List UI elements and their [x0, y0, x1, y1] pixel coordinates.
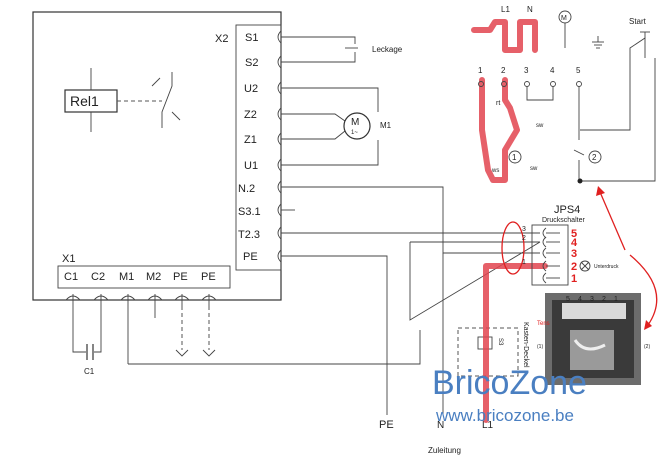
- x2-terminal-z1: Z1: [244, 134, 257, 146]
- photo-num-1: 1: [614, 296, 618, 303]
- x1-terminal-pe2: PE: [201, 271, 216, 283]
- jps4-num-1: 1: [571, 273, 577, 285]
- x2-terminal-s1: S1: [245, 32, 258, 44]
- watermark-url: www.bricozone.be: [435, 406, 574, 425]
- motor-symbol-sub: 1~: [351, 130, 358, 136]
- motor-symbol: [343, 112, 371, 140]
- tr-circle-2-label: 2: [592, 153, 597, 162]
- relay-label: Rel1: [70, 93, 99, 109]
- x2-terminal-u2: U2: [244, 83, 258, 95]
- motor-label: M1: [380, 121, 392, 130]
- leckage-label: Leckage: [372, 45, 403, 54]
- x2-terminal-u1: U1: [244, 160, 258, 172]
- tr-motor-letter: M: [561, 15, 567, 22]
- tr-rt-label: rt: [496, 100, 500, 107]
- jps4-subtitle: Druckschalter: [542, 217, 585, 224]
- x1-terminal-strip: [57, 265, 231, 289]
- s3-label: S3: [497, 338, 503, 346]
- zuleitung-label: Zuleitung: [428, 446, 461, 455]
- tr-terminal-1: 1: [478, 66, 483, 75]
- watermark-brand: BricoZone: [432, 364, 587, 402]
- kasten-label: Kasten-Deckel: [522, 322, 529, 368]
- x2-terminal-t23: T2.3: [238, 229, 260, 241]
- wire-num-2: 2: [522, 235, 526, 242]
- tr-terminal-4: 4: [550, 66, 555, 75]
- tr-terminal-3: 3: [524, 66, 529, 75]
- x2-label: X2: [215, 33, 228, 45]
- x2-terminal-panel: [235, 24, 282, 271]
- jps4-num-2: 2: [571, 261, 577, 273]
- photo-note-right: (2): [644, 344, 650, 350]
- tr-circle-1-label: 1: [512, 153, 517, 162]
- capacitor-label: C1: [84, 367, 95, 376]
- jps4-num-5: 5: [571, 228, 577, 240]
- photo-num-4: 4: [578, 296, 582, 303]
- x1-terminal-c1: C1: [64, 271, 78, 283]
- x1-terminal-pe1: PE: [173, 271, 188, 283]
- pe-bottom-label: PE: [379, 419, 394, 431]
- x1-terminal-m1: M1: [119, 271, 134, 283]
- x2-terminal-n2: N.2: [238, 183, 255, 195]
- photo-num-3: 3: [590, 296, 594, 303]
- x1-terminal-c2: C2: [91, 271, 105, 283]
- unterdruck-lamp-icon: [579, 260, 591, 272]
- motor-symbol-letter: M: [351, 117, 359, 128]
- x1-terminal-m2: M2: [146, 271, 161, 283]
- tr-circle-1: [508, 150, 522, 164]
- x2-terminal-s31: S3.1: [238, 206, 261, 218]
- tr-n-label: N: [527, 5, 533, 14]
- jps4-terminal-block: [531, 224, 569, 286]
- tr-circle-2: [588, 150, 602, 164]
- x2-terminal-s2: S2: [245, 57, 258, 69]
- tr-sw-label-2: sw: [530, 166, 538, 172]
- photo-note-left: (1): [537, 344, 543, 350]
- n-bottom-label: N: [437, 420, 444, 431]
- l1-bottom-label: L1: [482, 420, 494, 431]
- photo-num-2: 2: [602, 296, 606, 303]
- wire-num-1: 1: [522, 259, 526, 266]
- tr-sw-label-1: sw: [536, 123, 544, 129]
- tr-terminal-2: 2: [501, 66, 506, 75]
- photo-tension-label: Tens: [537, 321, 550, 327]
- x2-terminal-pe: PE: [243, 251, 258, 263]
- wire-highlight-ellipse: [501, 221, 525, 275]
- wire-num-3: 3: [522, 226, 526, 233]
- x1-label: X1: [62, 253, 75, 265]
- jps4-num-4: 4: [571, 237, 578, 249]
- tr-l1-label: L1: [501, 5, 510, 14]
- jps4-num-3: 3: [571, 248, 577, 260]
- tr-terminal-5: 5: [576, 66, 581, 75]
- tr-start-label: Start: [629, 17, 647, 26]
- tr-ws-label: ws: [491, 168, 499, 174]
- unterdruck-label: Unterdruck: [594, 264, 619, 270]
- jps4-title: JPS4: [554, 204, 580, 216]
- x2-terminal-z2: Z2: [244, 109, 257, 121]
- photo-num-5: 5: [566, 296, 570, 303]
